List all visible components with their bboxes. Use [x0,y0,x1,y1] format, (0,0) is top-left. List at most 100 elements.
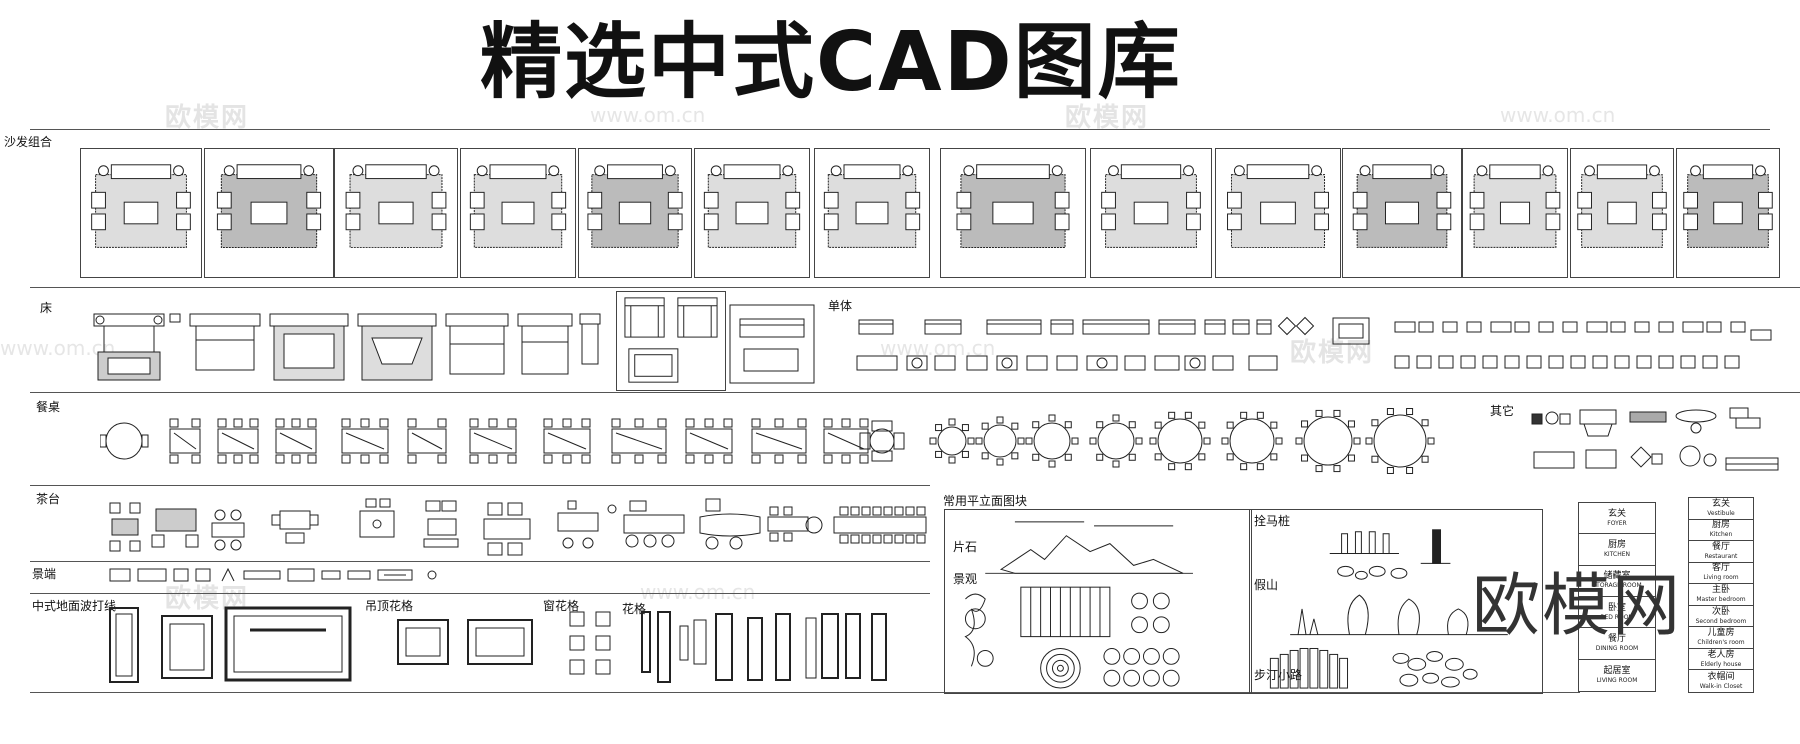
watermark-logo: 欧模网 [1290,338,1375,368]
page-title: 精选中式CAD图库 [480,15,1182,110]
watermark-url: www.om.cn [640,580,756,604]
bed-elevation-frame-2 [728,303,816,387]
floor-ceiling-lattice-drawings [109,606,887,683]
room-name-zh: 餐厅 [1711,541,1730,552]
room-name-en: KITCHEN [1604,550,1630,558]
landscape-label-stone: 片石 [953,540,978,554]
room-name-en: STORAGE ROOM [1592,582,1642,590]
section-divider [30,692,1580,693]
landscape-label-path: 步汀小路 [1254,668,1303,682]
category-label-ceiling: 吊顶花格 [365,599,414,613]
room-name-en: Master bedroom [1696,595,1746,603]
single-furniture-drawings [856,316,1772,371]
room-name-zh: 厨房 [1711,520,1730,531]
room-name-zh: 老人房 [1707,649,1735,660]
room-name-en: Vestibule [1707,509,1735,517]
room-name-en: DINING ROOM [1595,644,1639,652]
sofa-set-cell [694,148,810,278]
sofa-set-cell [80,148,202,278]
landscape-label-scenery: 景观 [953,572,978,586]
sofa-set-cell [1676,148,1780,278]
sofa-set-cell [460,148,576,278]
room-name-en: FOYER [1607,519,1627,527]
dining-table-drawings [100,408,1435,474]
sofa-set-cell [1342,148,1462,278]
category-label-lattice: 花格 [622,602,647,616]
category-label-tea: 茶台 [36,492,61,506]
landscape-label-post: 拴马桩 [1254,514,1291,528]
section-divider [30,593,930,594]
room-name-en: Living room [1703,574,1739,582]
bed-row-drawings [93,313,601,381]
room-name-zh: 餐厅 [1607,633,1626,644]
room-name-zh: 卧室 [1607,602,1626,613]
section-divider [30,129,1770,130]
landscape-panel-right: 拴马桩 假山 步汀小路 [1249,509,1543,694]
category-label-side: 景端 [32,567,57,581]
room-name-zh: 玄关 [1607,508,1626,519]
tea-table-drawings [109,498,927,556]
room-name-en: Elderly house [1700,660,1742,668]
category-label-floor: 中式地面波打线 [32,599,117,613]
category-label-dining: 餐桌 [36,400,61,414]
category-label-window: 窗花格 [543,599,580,613]
landscape-panel-left: 片石 景观 [944,509,1252,694]
room-name-zh: 厨房 [1607,539,1626,550]
sofa-set-cell [334,148,458,278]
room-name-en: LIVING ROOM [1596,676,1638,684]
category-label-single: 单体 [828,299,853,313]
room-name-zh: 儿童房 [1707,628,1735,639]
room-name-zh: 客厅 [1711,563,1730,574]
side-cabinet-drawings [109,567,437,582]
room-name-en: Children's room [1697,639,1745,647]
sofa-set-cell [940,148,1086,278]
room-name-en: BED ROOM [1600,613,1634,621]
section-divider [30,485,930,486]
other-drawings [1531,407,1779,471]
brand-logo-text: 欧模网 [1472,567,1683,646]
room-name-zh: 主卧 [1711,584,1730,595]
section-divider [30,287,1800,288]
sofa-set-cell [814,148,930,278]
bed-elevation-frame [616,291,726,391]
sofa-set-cell [1570,148,1674,278]
sofa-set-cell [1462,148,1568,278]
watermark-logo: 欧模网 [165,103,250,133]
room-name-en: Kitchen [1709,531,1733,539]
room-name-zh: 玄关 [1711,498,1730,509]
room-name-en: Walk-in Closet [1699,682,1743,690]
room-name-zh: 起居室 [1603,665,1631,676]
room-name-en: Restaurant [1704,552,1738,560]
sofa-set-cell [1215,148,1341,278]
watermark-url: www.om.cn [590,103,706,127]
section-divider [30,561,930,562]
room-name-en: Second bedroom [1695,617,1747,625]
landscape-label-rockery: 假山 [1254,578,1279,592]
watermark-logo: 欧模网 [1065,103,1150,133]
room-name-zh: 储藏室 [1603,571,1631,582]
category-label-bed: 床 [40,301,53,315]
category-label-landscape: 常用平立面图块 [943,494,1028,508]
watermark-url: www.om.cn [1500,103,1616,127]
room-name-zh: 衣帽间 [1707,671,1735,682]
sofa-set-cell [204,148,334,278]
room-name-zh: 次卧 [1711,606,1730,617]
watermark-url: www.om.cn [0,336,116,360]
sofa-set-cell [1090,148,1212,278]
